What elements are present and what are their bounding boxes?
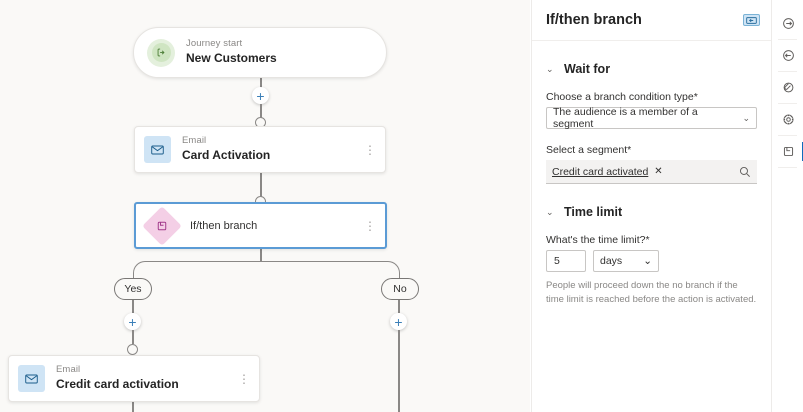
panel-collapse-icon[interactable] <box>743 14 760 26</box>
rail-branch-icon[interactable] <box>772 136 803 167</box>
time-limit-amount-value: 5 <box>554 255 560 267</box>
add-step-button-1[interactable]: + <box>252 87 269 104</box>
required-mark: * <box>627 144 632 156</box>
label-text: Choose a branch condition type <box>546 91 694 103</box>
node-email-credit-card-activation[interactable]: Email Credit card activation ⋮ <box>8 355 260 402</box>
branch-label-yes[interactable]: Yes <box>114 278 152 300</box>
rail-attach-icon[interactable] <box>772 72 803 103</box>
node-journey-start[interactable]: Journey start New Customers <box>133 27 387 78</box>
connector-line <box>132 330 134 344</box>
node-text: Email Card Activation <box>182 135 361 163</box>
node-text: Journey start New Customers <box>186 38 386 66</box>
connector-line <box>260 173 262 201</box>
segment-picker-input[interactable]: Credit card activated ✕ <box>546 160 757 184</box>
rail-divider <box>778 167 797 168</box>
email-icon <box>18 365 45 392</box>
chevron-down-icon: ⌄ <box>546 206 554 217</box>
node-title: Card Activation <box>182 148 271 163</box>
connector-line <box>260 249 262 262</box>
connector-line <box>260 104 262 119</box>
segment-tag-label: Credit card activated <box>552 165 649 178</box>
node-title: Credit card activation <box>56 377 179 392</box>
time-limit-row: 5 days ⌄ <box>546 250 757 272</box>
chevron-down-icon: ⌄ <box>742 112 750 123</box>
connector-elbow-yes <box>133 261 261 280</box>
time-limit-unit-select[interactable]: days ⌄ <box>593 250 659 272</box>
close-icon[interactable]: ✕ <box>654 166 663 177</box>
label-text: What's the time limit? <box>546 234 646 246</box>
node-email-card-activation[interactable]: Email Card Activation ⋮ <box>134 126 386 173</box>
plus-icon: + <box>256 87 265 104</box>
branch-label-no-text: No <box>393 283 407 295</box>
segment-tag[interactable]: Credit card activated ✕ <box>552 166 663 178</box>
selected-value: The audience is a member of a segment <box>553 106 698 130</box>
branch-icon <box>142 205 182 246</box>
branch-label-no[interactable]: No <box>381 278 419 300</box>
rail-divider <box>778 71 797 72</box>
label-text: Select a segment <box>546 144 628 156</box>
plus-icon: + <box>128 313 137 330</box>
rail-journey-start-icon[interactable] <box>772 8 803 39</box>
label-branch-condition-type: Choose a branch condition type* <box>546 91 757 103</box>
rail-divider <box>778 103 797 104</box>
required-mark: * <box>645 234 650 246</box>
connector-line <box>132 402 134 412</box>
branch-label-yes-text: Yes <box>124 283 142 295</box>
node-text: Email Credit card activation <box>56 364 235 392</box>
time-limit-unit-value: days <box>600 255 623 267</box>
connector-line <box>398 300 400 313</box>
rail-settings-gear-icon[interactable] <box>772 104 803 135</box>
node-type-label: Journey start <box>186 38 243 50</box>
panel-title: If/then branch <box>546 12 642 28</box>
panel-body: ⌄ Wait for Choose a branch condition typ… <box>532 62 771 307</box>
label-select-a-segment: Select a segment* <box>546 144 757 156</box>
right-icon-rail <box>771 0 803 412</box>
properties-panel: If/then branch ⌄ Wait for Choose a branc… <box>531 0 771 412</box>
node-overflow-menu-icon[interactable]: ⋮ <box>238 371 250 386</box>
connector-node <box>127 344 138 355</box>
chevron-down-icon: ⌄ <box>546 63 554 74</box>
sign-in-icon <box>147 38 175 67</box>
node-title: New Customers <box>186 51 277 66</box>
rail-divider <box>778 39 797 40</box>
search-icon[interactable] <box>739 166 751 178</box>
required-mark: * <box>693 91 698 103</box>
rail-divider <box>778 135 797 136</box>
section-title: Time limit <box>564 205 623 219</box>
section-header-time-limit[interactable]: ⌄ Time limit <box>546 205 757 219</box>
add-step-button-no[interactable]: + <box>390 313 407 330</box>
rail-exit-icon[interactable] <box>772 40 803 71</box>
label-time-limit: What's the time limit?* <box>546 234 757 246</box>
node-overflow-menu-icon[interactable]: ⋮ <box>364 218 376 233</box>
connector-line <box>398 330 400 412</box>
connector-line <box>260 78 262 93</box>
time-limit-helper-text: People will proceed down the no branch i… <box>546 280 757 305</box>
branch-condition-type-select[interactable]: The audience is a member of a segment ⌄ <box>546 106 757 130</box>
connector-elbow-no <box>261 261 400 280</box>
plus-icon: + <box>394 313 403 330</box>
add-step-button-yes[interactable]: + <box>124 313 141 330</box>
panel-header: If/then branch <box>532 0 771 41</box>
node-overflow-menu-icon[interactable]: ⋮ <box>364 142 376 157</box>
section-title: Wait for <box>564 62 611 76</box>
connector-line <box>132 300 134 313</box>
node-type-label: Email <box>182 135 207 147</box>
section-header-wait-for[interactable]: ⌄ Wait for <box>546 62 757 76</box>
chevron-down-icon: ⌄ <box>643 255 652 267</box>
email-icon <box>144 136 171 163</box>
node-type-label: Email <box>56 364 81 376</box>
time-limit-amount-input[interactable]: 5 <box>546 250 586 272</box>
node-if-then-branch[interactable]: If/then branch ⋮ <box>134 202 387 249</box>
journey-canvas[interactable]: + Yes + No + <box>0 0 530 412</box>
node-title: If/then branch <box>190 219 258 232</box>
